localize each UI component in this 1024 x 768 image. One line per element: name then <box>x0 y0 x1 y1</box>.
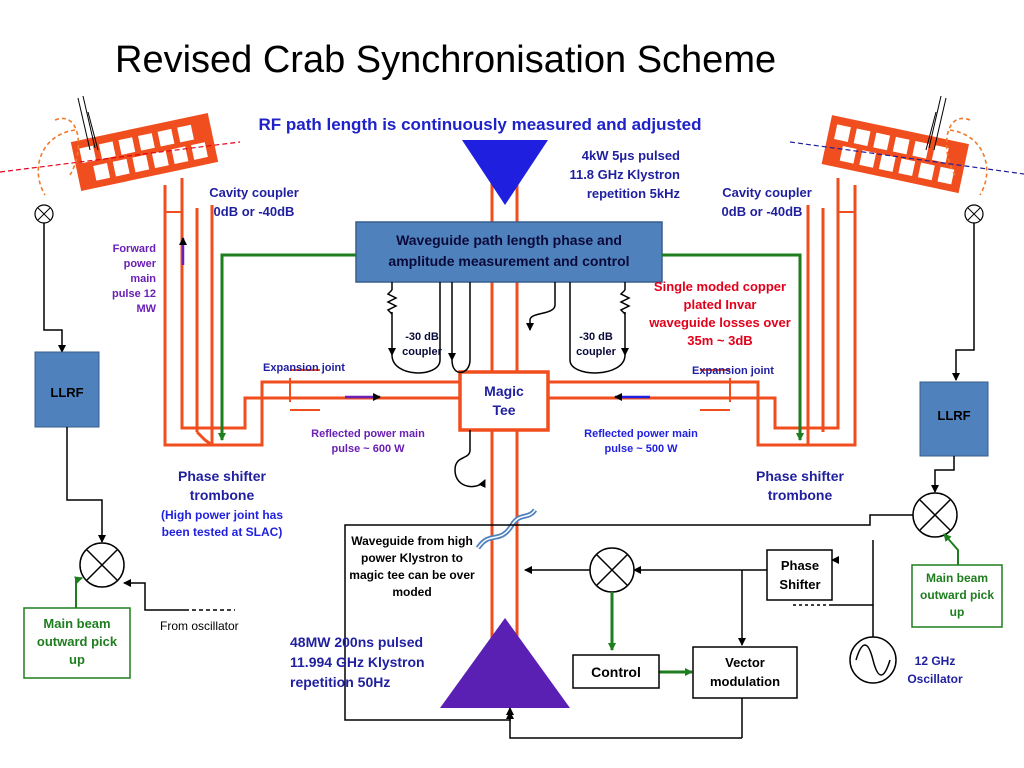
magic-tee: Magic Tee <box>458 370 550 432</box>
from-oscillator-label: From oscillator <box>160 619 239 633</box>
svg-text:plated Invar: plated Invar <box>684 297 757 312</box>
svg-text:up: up <box>950 605 965 619</box>
svg-text:48MW 200ns pulsed: 48MW 200ns pulsed <box>290 634 423 650</box>
phase-trombone-left-label: Phase shifter trombone <box>178 468 266 503</box>
svg-text:Phase shifter: Phase shifter <box>756 468 844 484</box>
svg-text:Oscillator: Oscillator <box>907 672 963 686</box>
svg-text:Phase shifter: Phase shifter <box>178 468 266 484</box>
llrf-right-box: LLRF <box>919 381 989 457</box>
svg-text:4kW 5μs pulsed: 4kW 5μs pulsed <box>582 148 680 163</box>
svg-text:outward pick: outward pick <box>37 634 118 649</box>
svg-text:power: power <box>124 258 157 270</box>
cavity-coupler-right-label: Cavity coupler 0dB or -40dB <box>722 185 812 219</box>
page-title: Revised Crab Synchronisation Scheme <box>115 39 776 81</box>
svg-text:11.8 GHz Klystron: 11.8 GHz Klystron <box>569 167 680 182</box>
klystron-bottom-label: 48MW 200ns pulsed 11.994 GHz Klystron re… <box>290 634 425 690</box>
svg-text:trombone: trombone <box>768 487 833 503</box>
svg-text:Forward: Forward <box>113 243 156 255</box>
svg-text:power Klystron to: power Klystron to <box>361 551 463 565</box>
forward-power-label: Forward power main pulse 12 MW <box>112 243 157 315</box>
phase-trombone-right-label: Phase shifter trombone <box>756 468 844 503</box>
single-moded-label: Single moded copper plated Invar wavegui… <box>648 279 791 348</box>
llrf-left-box: LLRF <box>34 351 100 428</box>
svg-text:Reflected power main: Reflected power main <box>584 428 698 440</box>
phase-shifter-box: Phase Shifter <box>766 549 833 601</box>
high-power-joint-label: (High power joint has been tested at SLA… <box>161 508 283 539</box>
svg-text:Tee: Tee <box>492 402 515 418</box>
svg-text:been tested at SLAC): been tested at SLAC) <box>162 525 283 539</box>
svg-text:Reflected power main: Reflected power main <box>311 428 425 440</box>
cavity-coupler-left-label: Cavity coupler 0dB or -40dB <box>209 185 299 219</box>
subtitle: RF path length is continuously measured … <box>259 115 702 134</box>
svg-text:12 GHz: 12 GHz <box>915 654 956 668</box>
svg-text:Cavity coupler: Cavity coupler <box>722 185 812 200</box>
right-crab-cavity <box>789 95 1024 381</box>
svg-text:moded: moded <box>392 585 431 599</box>
main-beam-pickup-left: Main beam outward pick up <box>23 607 131 679</box>
svg-text:-30 dB: -30 dB <box>405 331 439 343</box>
reflected-left-label: Reflected power main pulse ~ 600 W <box>311 428 425 455</box>
svg-text:Magic: Magic <box>484 383 524 399</box>
reflected-right-label: Reflected power main pulse ~ 500 W <box>584 428 698 455</box>
control-box: Control <box>572 654 660 689</box>
svg-text:magic tee can be over: magic tee can be over <box>349 568 475 582</box>
left-crab-cavity <box>0 95 241 353</box>
svg-text:pulse ~ 500 W: pulse ~ 500 W <box>604 443 678 455</box>
svg-text:repetition 5kHz: repetition 5kHz <box>587 186 681 201</box>
green-control-lines <box>218 253 804 441</box>
svg-text:LLRF: LLRF <box>937 408 970 423</box>
svg-text:LLRF: LLRF <box>50 385 83 400</box>
svg-text:Vector: Vector <box>725 655 765 670</box>
coupler-right-label: -30 dB coupler <box>576 331 616 358</box>
svg-text:MW: MW <box>136 303 156 315</box>
svg-text:main: main <box>130 273 156 285</box>
expansion-joint-left: Expansion joint <box>263 362 345 374</box>
svg-text:coupler: coupler <box>402 346 442 358</box>
left-pickup-line <box>74 576 83 608</box>
svg-text:outward pick: outward pick <box>920 588 994 602</box>
svg-text:0dB or -40dB: 0dB or -40dB <box>722 204 803 219</box>
main-beam-pickup-right: Main beam outward pick up <box>911 564 1003 628</box>
right-pickup-line <box>943 533 959 565</box>
svg-text:Main beam: Main beam <box>43 616 110 631</box>
left-mixer-chain <box>66 427 235 611</box>
svg-text:amplitude measurement and cont: amplitude measurement and control <box>388 253 629 269</box>
svg-text:up: up <box>69 652 85 667</box>
svg-text:(High power joint has: (High power joint has <box>161 508 283 522</box>
svg-text:Waveguide from high: Waveguide from high <box>351 534 473 548</box>
svg-text:Main beam: Main beam <box>926 571 988 585</box>
svg-text:Waveguide path length phase an: Waveguide path length phase and <box>396 232 622 248</box>
waveguide-measurement-box: Waveguide path length phase and amplitud… <box>355 221 663 283</box>
expansion-joint-right: Expansion joint <box>692 365 774 377</box>
waveguide-note-label: Waveguide from high power Klystron to ma… <box>349 534 475 599</box>
svg-text:Cavity coupler: Cavity coupler <box>209 185 299 200</box>
svg-text:11.994 GHz Klystron: 11.994 GHz Klystron <box>290 654 425 670</box>
oscillator-label: 12 GHz Oscillator <box>907 654 963 686</box>
oscillator-icon <box>849 636 897 684</box>
svg-text:-30 dB: -30 dB <box>579 331 613 343</box>
svg-text:Shifter: Shifter <box>779 577 820 592</box>
svg-text:0dB or -40dB: 0dB or -40dB <box>214 204 295 219</box>
svg-text:modulation: modulation <box>710 674 780 689</box>
coupler-left-label: -30 dB coupler <box>402 331 442 358</box>
klystron-top-label: 4kW 5μs pulsed 11.8 GHz Klystron repetit… <box>569 148 680 201</box>
svg-text:Control: Control <box>591 664 641 680</box>
svg-text:pulse 12: pulse 12 <box>112 288 156 300</box>
vector-modulation-box: Vector modulation <box>692 646 798 699</box>
coupler-lines <box>386 282 631 489</box>
svg-text:pulse ~ 600 W: pulse ~ 600 W <box>331 443 405 455</box>
klystron-bottom-triangle <box>440 618 570 708</box>
svg-text:Phase: Phase <box>781 558 819 573</box>
svg-text:coupler: coupler <box>576 346 616 358</box>
svg-text:waveguide losses over: waveguide losses over <box>648 315 791 330</box>
svg-text:Single moded copper: Single moded copper <box>654 279 786 294</box>
control-chain <box>506 540 874 739</box>
svg-text:35m ~ 3dB: 35m ~ 3dB <box>687 333 752 348</box>
svg-text:trombone: trombone <box>190 487 255 503</box>
klystron-top-triangle <box>462 140 548 205</box>
svg-text:repetition 50Hz: repetition 50Hz <box>290 674 390 690</box>
